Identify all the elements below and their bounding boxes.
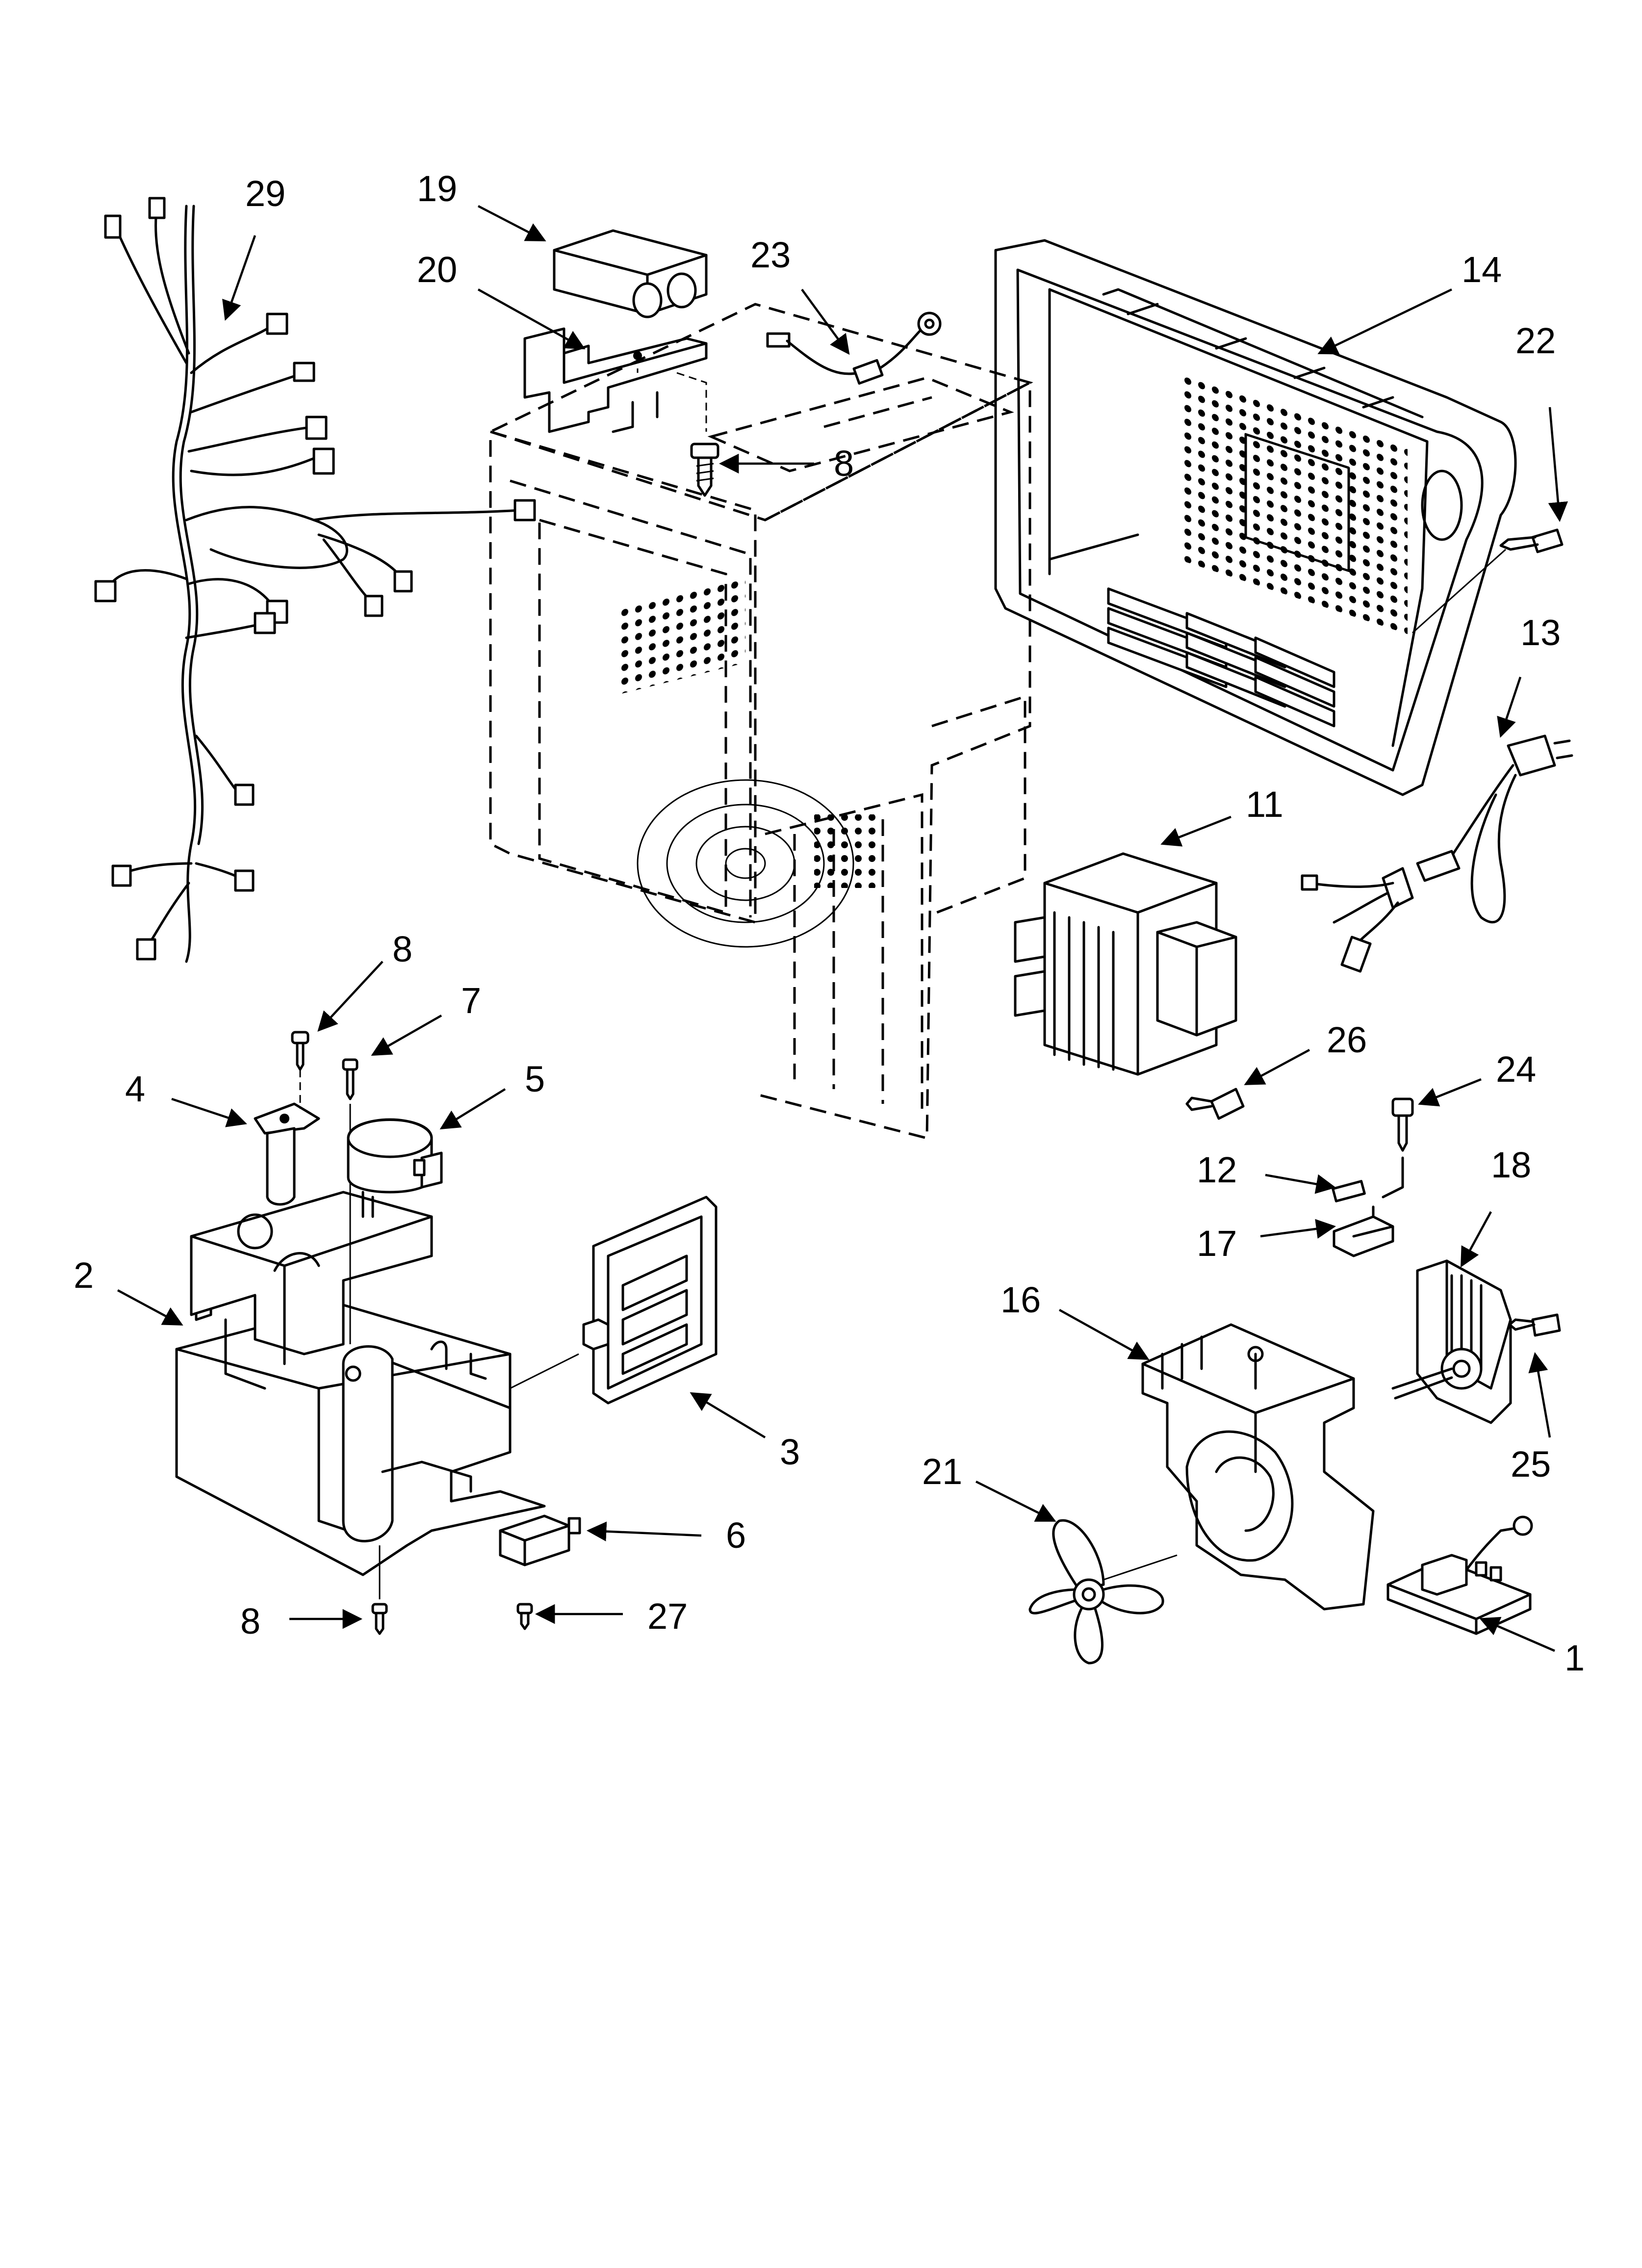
capacitor-bracket-part-20 <box>523 327 708 433</box>
turntable-motor-part-5 <box>347 1118 443 1218</box>
callout-labels: 29 19 20 23 14 22 8 13 11 8 7 5 4 26 24 … <box>74 168 1585 1678</box>
screw-part-8-bottom <box>371 1545 388 1635</box>
latch-lever-part-4 <box>254 1102 320 1206</box>
magnetron-part-11 <box>1014 852 1237 1076</box>
callout-4: 4 <box>125 1069 145 1109</box>
callout-17: 17 <box>1197 1223 1237 1264</box>
callout-25: 25 <box>1511 1444 1551 1485</box>
callout-3: 3 <box>780 1432 800 1472</box>
wire-harness-part-29 <box>94 197 536 963</box>
leader-lines <box>117 205 1568 1652</box>
screw-part-25 <box>1508 1313 1561 1337</box>
callout-1: 1 <box>1565 1638 1585 1678</box>
callout-24: 24 <box>1496 1049 1536 1090</box>
screw-part-24 <box>1391 1097 1414 1152</box>
callout-5: 5 <box>525 1059 545 1099</box>
fan-blade-part-21 <box>1028 1519 1178 1665</box>
fan-bracket-part-16 <box>1141 1323 1375 1611</box>
callout-7: 7 <box>461 980 481 1021</box>
callout-23: 23 <box>750 235 791 275</box>
callout-13: 13 <box>1520 612 1561 653</box>
callout-26: 26 <box>1327 1019 1367 1060</box>
callout-18: 18 <box>1491 1145 1531 1185</box>
screw-part-8-top <box>690 443 719 497</box>
micro-switch-part-6 <box>499 1514 581 1566</box>
fan-motor-part-18 <box>1391 1259 1512 1424</box>
callout-22: 22 <box>1515 320 1556 361</box>
wire-lead-part-23 <box>766 312 942 385</box>
power-cord-part-13 <box>1301 734 1573 973</box>
callout-12: 12 <box>1197 1149 1237 1190</box>
callout-6: 6 <box>726 1515 746 1556</box>
callout-29: 29 <box>245 173 285 214</box>
oven-cavity-outline <box>487 303 1033 1140</box>
callout-2: 2 <box>74 1255 94 1296</box>
cabinet-wrapper-part-14 <box>994 239 1517 796</box>
callout-11: 11 <box>1246 784 1283 825</box>
callout-19: 19 <box>417 168 457 209</box>
callout-8-bottom: 8 <box>240 1601 260 1642</box>
screw-part-27 <box>516 1603 533 1630</box>
noise-filter-part-1 <box>1386 1515 1533 1635</box>
callout-27: 27 <box>647 1596 688 1637</box>
cover-plate-part-3 <box>510 1196 718 1405</box>
callout-20: 20 <box>417 249 457 290</box>
screw-part-8-latch <box>291 1031 309 1109</box>
screw-part-26 <box>1185 1088 1245 1120</box>
callout-8-top: 8 <box>834 443 854 484</box>
callout-14: 14 <box>1462 249 1502 290</box>
fuse-part-12 <box>1332 1180 1366 1202</box>
callout-21: 21 <box>922 1451 962 1492</box>
callout-16: 16 <box>1001 1279 1041 1320</box>
fuse-holder-part-17 <box>1333 1156 1404 1257</box>
capacitor-part-19 <box>553 229 708 318</box>
latch-bracket-part-2 <box>175 1191 546 1576</box>
callout-8-latch: 8 <box>392 929 412 969</box>
screw-part-22 <box>1411 528 1564 634</box>
